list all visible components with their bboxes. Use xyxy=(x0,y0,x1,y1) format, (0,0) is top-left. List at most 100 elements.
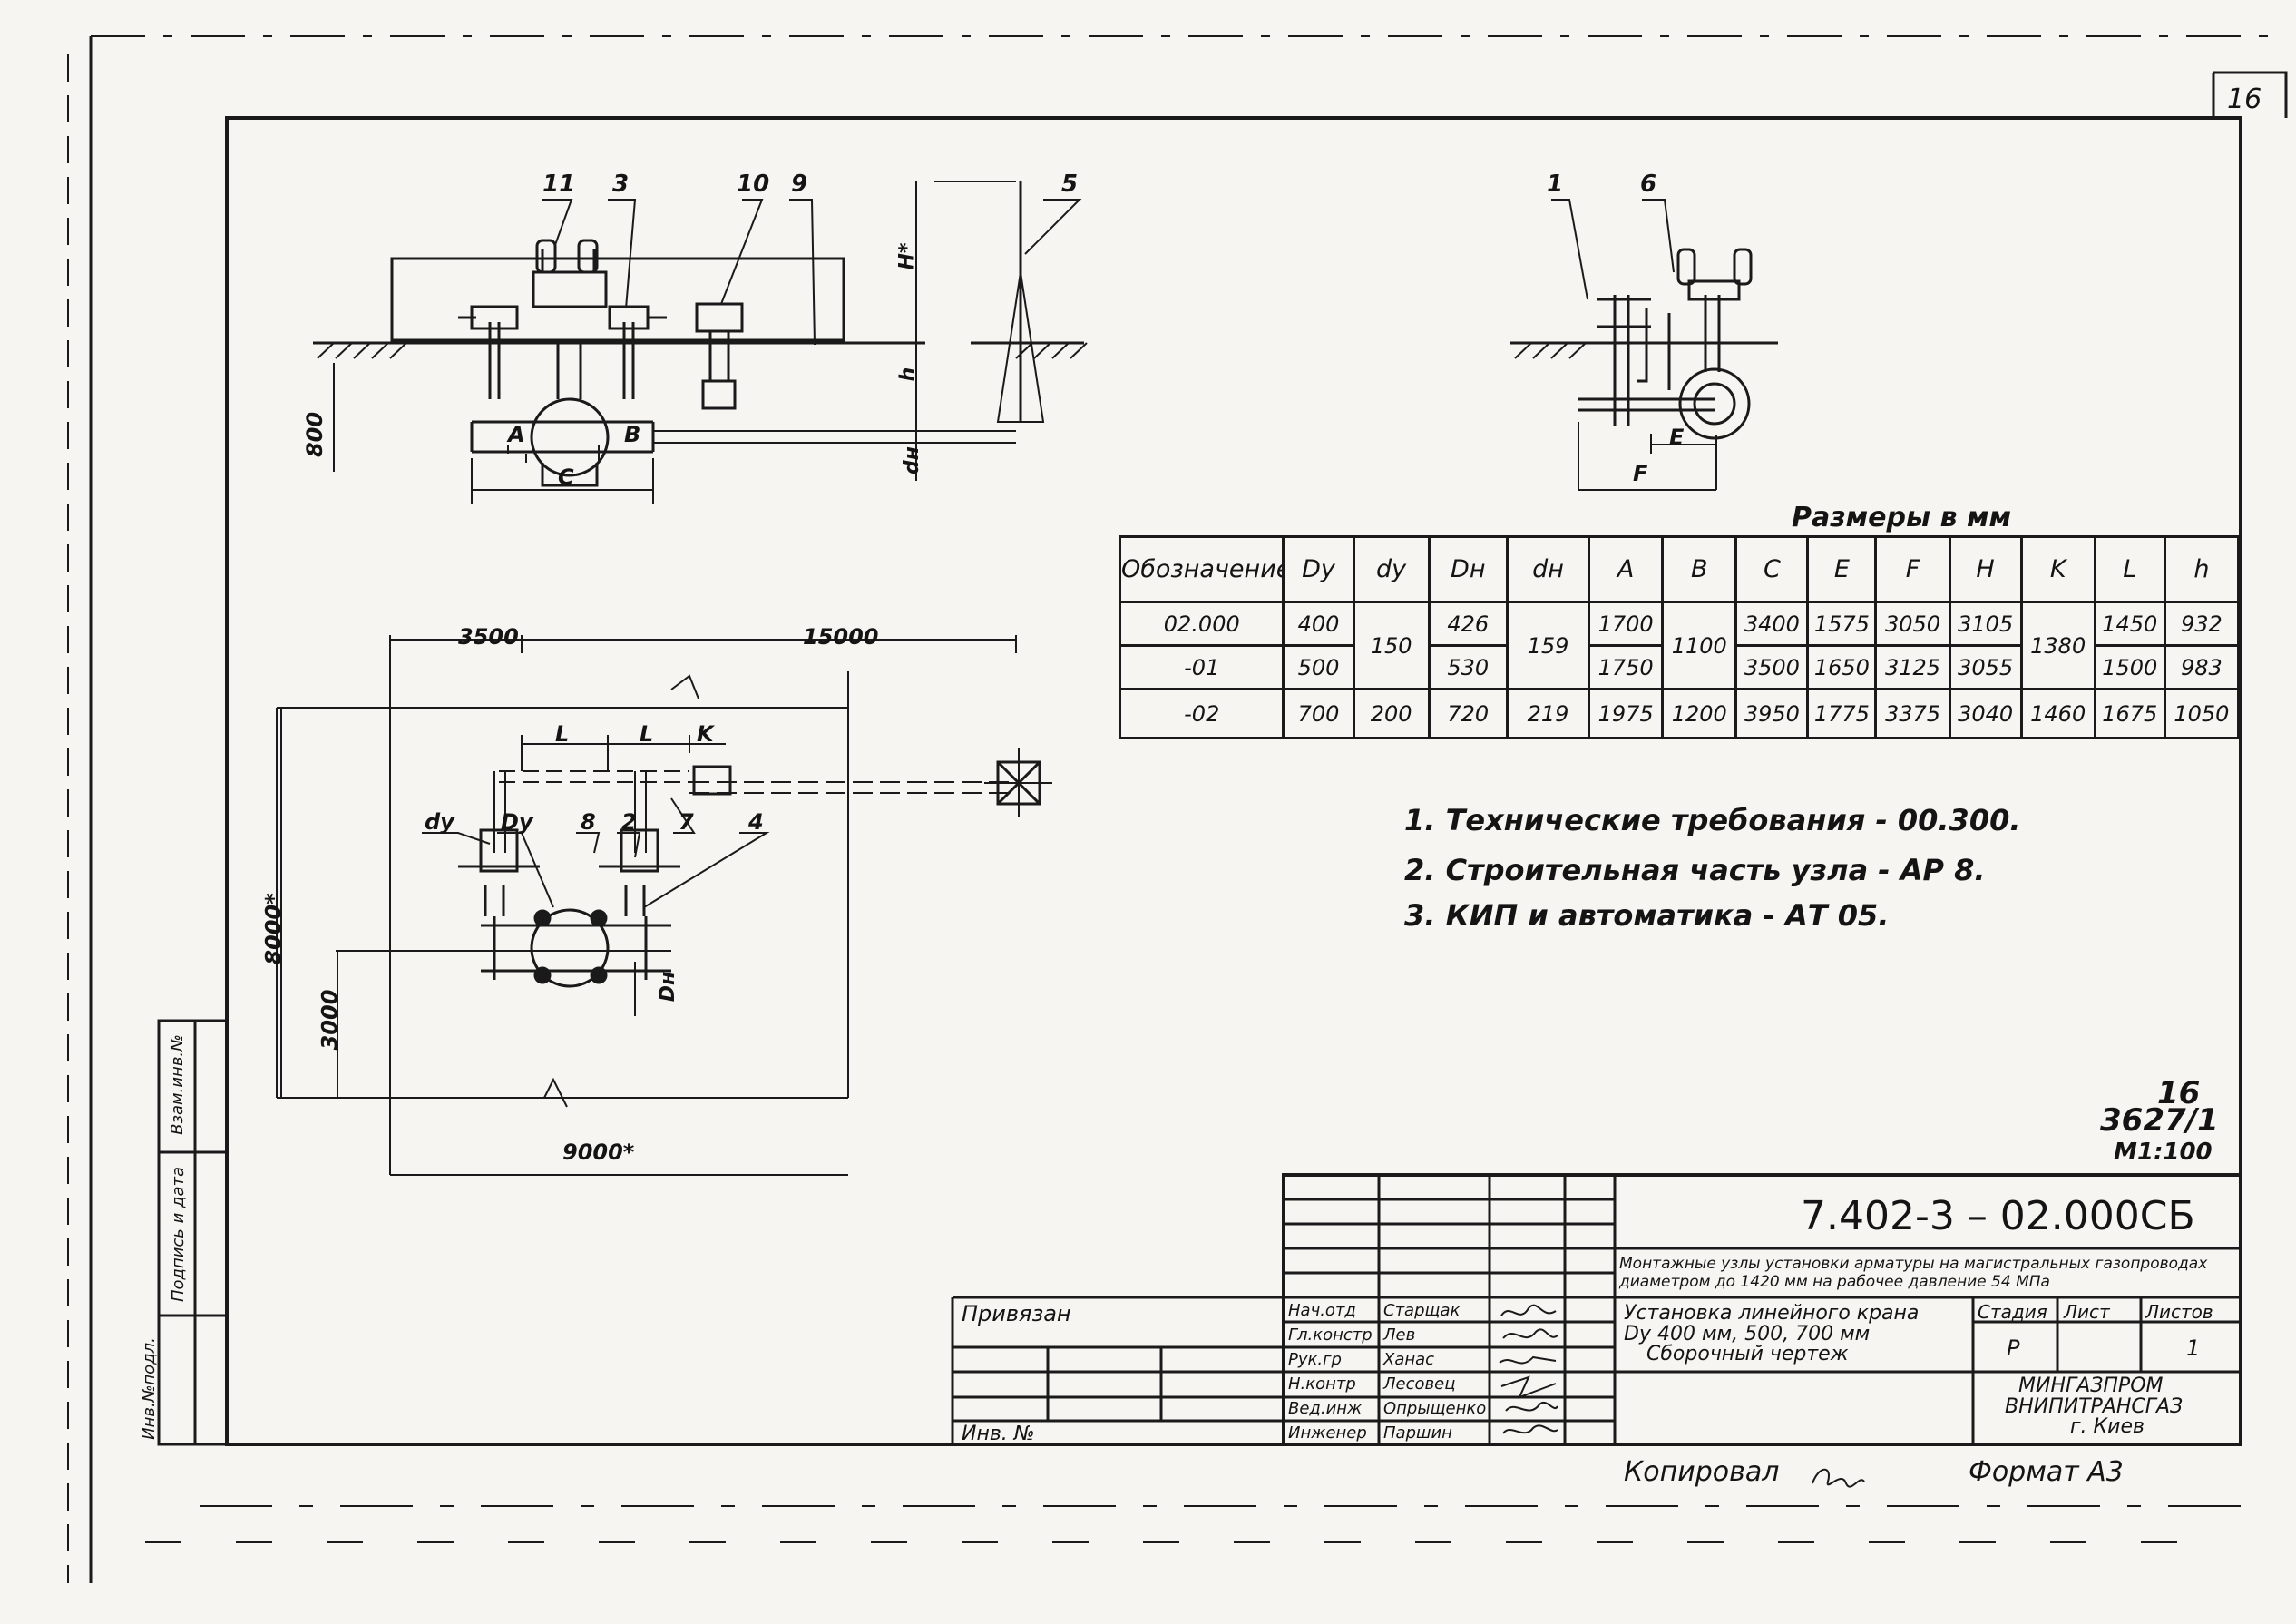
cell-E: 1650 xyxy=(1806,644,1878,690)
cell-designation: -02 xyxy=(1118,688,1285,739)
th-Dy: Dy xyxy=(1282,535,1355,603)
th-H: H xyxy=(1948,535,2023,603)
cell-A: 1975 xyxy=(1588,688,1665,739)
series-title: Монтажные узлы установки арматуры на маг… xyxy=(1619,1255,2208,1291)
cell-Dy: 400 xyxy=(1282,601,1355,647)
cell-A: 1700 xyxy=(1588,601,1665,647)
sheet-number: 16 xyxy=(2227,83,2262,115)
table-row: 02.000 400 150 426 159 1700 1100 3400 15… xyxy=(1118,601,2241,690)
label-DH: Dн xyxy=(657,971,680,1003)
callout-11: 11 xyxy=(542,171,576,198)
callout-8: 8 xyxy=(581,809,596,835)
name-2: Лев xyxy=(1383,1326,1416,1345)
callout-6: 6 xyxy=(1640,171,1657,198)
dim-9000: 9000* xyxy=(562,1140,635,1165)
dim-15000: 15000 xyxy=(803,624,879,650)
sheets-label: Листов xyxy=(2145,1301,2213,1323)
cell-H: 3040 xyxy=(1948,688,2023,739)
inv-label: Инв. № xyxy=(962,1423,1035,1445)
table-header-row: Обозначение Dy dy Dн dн A B C E F H K L … xyxy=(1118,535,2241,603)
cell-L: 1675 xyxy=(2093,688,2166,739)
note-2: 2. Строительная часть узла - АР 8. xyxy=(1404,853,1986,887)
dim-8000: 8000* xyxy=(260,893,287,965)
role-head-dept: Нач.отд xyxy=(1288,1301,1356,1320)
name-6: Паршин xyxy=(1383,1423,1452,1443)
dim-E: E xyxy=(1669,425,1685,450)
cell-h: 1050 xyxy=(2163,688,2241,739)
callout-5: 5 xyxy=(1061,171,1079,198)
cell-Dn: 530 xyxy=(1427,644,1509,690)
note-1: 1. Технические требования - 00.300. xyxy=(1404,803,2021,837)
cell-F: 3050 xyxy=(1874,601,1951,647)
cell-Dn: 720 xyxy=(1427,688,1509,739)
cell-H: 3055 xyxy=(1948,644,2023,690)
cell-E: 1775 xyxy=(1806,688,1878,739)
cell-h: 983 xyxy=(2163,644,2241,690)
dim-3000: 3000 xyxy=(317,989,343,1051)
dim-K: K xyxy=(697,721,714,747)
cell-Dn: 426 xyxy=(1427,601,1509,647)
th-designation: Обозначение xyxy=(1118,535,1285,603)
callout-9: 9 xyxy=(791,171,808,198)
name-line-1: Установка линейного крана xyxy=(1624,1302,1920,1325)
cell-designation: 02.000 xyxy=(1118,601,1285,647)
table-row: -01 500 530 1750 3500 1650 3125 3055 150… xyxy=(1118,644,2241,690)
th-dy: dy xyxy=(1352,535,1431,603)
th-F: F xyxy=(1874,535,1951,603)
note-3: 3. КИП и автоматика - АТ 05. xyxy=(1404,898,1890,933)
stage-label: Стадия xyxy=(1978,1301,2047,1323)
cell-B: 1200 xyxy=(1661,688,1738,739)
stamp-code: М1:100 xyxy=(2114,1139,2213,1166)
label-dy: dy xyxy=(425,809,454,835)
cell-designation: -01 xyxy=(1118,644,1285,690)
dimensions-table: Обозначение Dy dy Dн dн A B C E F H K L … xyxy=(1118,535,2241,739)
name-line-2: Dy 400 мм, 500, 700 мм xyxy=(1624,1323,1871,1345)
cell-K: 1460 xyxy=(2019,688,2096,739)
stamp-number: 16 xyxy=(2157,1075,2201,1111)
callout-2: 2 xyxy=(621,809,637,835)
dim-F: F xyxy=(1633,461,1648,486)
name-5: Опрыщенко xyxy=(1383,1399,1487,1418)
th-C: C xyxy=(1734,535,1810,603)
th-K: K xyxy=(2019,535,2096,603)
th-dn: dн xyxy=(1505,535,1591,603)
doc-code: 7.402-3 – 02.000СБ xyxy=(1801,1193,2195,1239)
cell-H: 3105 xyxy=(1948,601,2023,647)
role-chief-designer: Гл.констр xyxy=(1288,1326,1373,1345)
cell-F: 3125 xyxy=(1874,644,1951,690)
dim-L-1: L xyxy=(555,721,570,747)
cell-F: 3375 xyxy=(1874,688,1951,739)
org-line-1: МИНГАЗПРОМ xyxy=(2018,1375,2164,1397)
dim-C: C xyxy=(558,465,574,490)
stage-value: Р xyxy=(2007,1335,2020,1361)
callout-1-right: 1 xyxy=(1547,171,1564,198)
role-lead-engineer: Вед.инж xyxy=(1288,1399,1363,1418)
callout-4: 4 xyxy=(748,809,764,835)
signatures xyxy=(1499,1304,1558,1434)
dim-800: 800 xyxy=(302,411,328,458)
dim-B: B xyxy=(624,422,641,447)
cell-C: 3400 xyxy=(1734,601,1810,647)
th-E: E xyxy=(1806,535,1878,603)
th-Dn: Dн xyxy=(1427,535,1509,603)
cell-h: 932 xyxy=(2163,601,2241,647)
side-podp-date: Подпись и дата xyxy=(169,1166,189,1303)
role-norm-control: Н.контр xyxy=(1288,1375,1356,1394)
org-line-2: ВНИПИТРАНСГАЗ xyxy=(2005,1395,2184,1418)
cell-dy: 200 xyxy=(1352,688,1431,739)
copied-signature xyxy=(1812,1468,1865,1488)
dim-A: A xyxy=(508,422,525,447)
callout-3: 3 xyxy=(612,171,630,198)
dim-L-2: L xyxy=(640,721,654,747)
name-1: Старщак xyxy=(1383,1301,1461,1320)
role-engineer: Инженер xyxy=(1288,1423,1367,1443)
th-L: L xyxy=(2093,535,2166,603)
name-line-3: Сборочный чертеж xyxy=(1646,1343,1849,1365)
cell-Dy: 700 xyxy=(1282,688,1355,739)
cell-L: 1500 xyxy=(2093,644,2166,690)
th-h: h xyxy=(2163,535,2241,603)
footer-copied: Копировал xyxy=(1624,1456,1780,1488)
cell-L: 1450 xyxy=(2093,601,2166,647)
